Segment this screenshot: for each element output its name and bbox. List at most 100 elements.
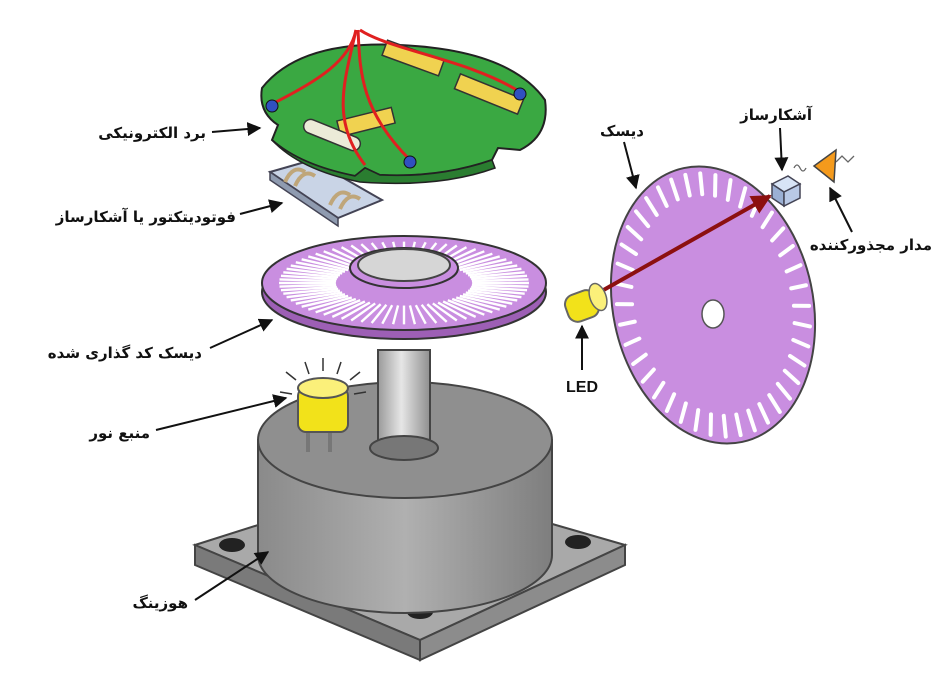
disc-slot xyxy=(471,283,529,288)
disc-slot xyxy=(459,258,507,272)
disc-slot xyxy=(432,302,458,322)
disc-slot xyxy=(618,319,637,327)
disc-slot xyxy=(734,412,743,438)
disc-slot xyxy=(782,368,801,386)
disc-slot xyxy=(279,283,337,288)
disc-slot xyxy=(634,209,651,229)
disc-slot xyxy=(640,367,656,384)
photodetector-block xyxy=(267,158,385,228)
disc-slot xyxy=(286,289,341,299)
disc-slot xyxy=(459,294,507,308)
disc-slot xyxy=(455,255,501,270)
disc-slot xyxy=(315,297,357,314)
disc-slot xyxy=(286,267,341,277)
disc-slot xyxy=(655,185,669,208)
mount-hole xyxy=(565,535,591,549)
disc-slot xyxy=(631,352,648,366)
disc-slot xyxy=(360,303,382,323)
disc-slot xyxy=(683,172,692,198)
disc-slot xyxy=(792,321,812,329)
disc-slot xyxy=(471,274,528,281)
disc-slot xyxy=(469,287,525,295)
disc-slot xyxy=(426,303,448,323)
disc-slot xyxy=(721,413,728,439)
disc-slot xyxy=(787,353,807,368)
disc-slot xyxy=(760,210,774,230)
disc-slot xyxy=(447,299,485,316)
disc-slot xyxy=(746,408,757,433)
disc-slot xyxy=(698,171,705,197)
disc-slot xyxy=(290,291,343,302)
disc-slot xyxy=(420,304,438,324)
light-beam xyxy=(599,194,772,294)
disc-slot xyxy=(789,283,808,291)
disc-slot xyxy=(467,289,522,299)
disc-slot xyxy=(770,226,786,243)
disc-slot xyxy=(295,293,346,305)
squaring-circuit-label: مدار مجذورکننده xyxy=(810,236,932,254)
disc-slot xyxy=(280,274,337,281)
disc-slot xyxy=(644,196,659,217)
disc-slot xyxy=(469,271,525,279)
disc-label: دیسک xyxy=(600,122,644,140)
label-pointers xyxy=(155,122,853,601)
disc-slot xyxy=(669,177,680,202)
disc-slot xyxy=(442,300,477,318)
disc-slot xyxy=(462,293,513,305)
disc-slot xyxy=(623,336,642,347)
disc-slot xyxy=(451,252,493,269)
disc-slot xyxy=(315,252,357,269)
detector-label: آشکارساز xyxy=(739,106,813,124)
led-label: LED xyxy=(566,379,598,396)
amplifier-triangle xyxy=(812,148,855,184)
led-bulb xyxy=(563,282,608,323)
disc-slot xyxy=(301,294,349,308)
disc-slot xyxy=(784,263,803,274)
disc-slot xyxy=(307,296,353,311)
disc-slot xyxy=(279,278,337,283)
disc-slot xyxy=(619,242,639,257)
disc-slot xyxy=(467,267,522,277)
disc-slot xyxy=(471,285,528,292)
disc-slot xyxy=(614,281,634,289)
disc-slot xyxy=(778,244,795,258)
motor-housing xyxy=(192,349,628,662)
coded-disc xyxy=(261,235,547,340)
disc-slot xyxy=(283,271,339,279)
disc-slot xyxy=(791,337,811,349)
disc-slot xyxy=(693,408,701,432)
disc-slot xyxy=(455,296,501,311)
disc-slot xyxy=(295,261,346,273)
disc-slot xyxy=(775,381,792,401)
pcb-label: برد الکترونیکی xyxy=(98,124,206,142)
disc-slot xyxy=(625,224,644,242)
disc-slot xyxy=(767,393,782,414)
housing-label: هوزینگ xyxy=(132,594,188,612)
disc-slot xyxy=(408,305,417,325)
disc-slot xyxy=(757,402,771,425)
disc-slot xyxy=(280,285,337,292)
slotted-disc-slots xyxy=(614,171,812,439)
disc-slot xyxy=(301,258,349,272)
light-source-label: منبع نور xyxy=(88,424,150,442)
disc-slot xyxy=(471,278,529,283)
disc-slot xyxy=(391,305,400,325)
disc-slot xyxy=(350,302,376,322)
disc-slot xyxy=(615,261,635,273)
signal-wave-icon xyxy=(793,164,807,172)
pcb-board xyxy=(260,28,547,185)
disc-slot xyxy=(323,299,361,316)
disc-slot xyxy=(451,297,493,314)
disc-slot xyxy=(290,264,343,275)
light-source-led xyxy=(279,358,367,452)
disc-slot xyxy=(307,255,353,270)
disc-slot xyxy=(465,264,518,275)
disc-slot xyxy=(414,304,427,325)
disc-slot xyxy=(370,304,388,324)
detector-cube xyxy=(770,175,802,208)
disc-slot xyxy=(652,380,666,400)
coded-disc-slots xyxy=(279,241,529,325)
slotted-disc xyxy=(609,165,817,445)
disc-slot xyxy=(437,301,468,320)
